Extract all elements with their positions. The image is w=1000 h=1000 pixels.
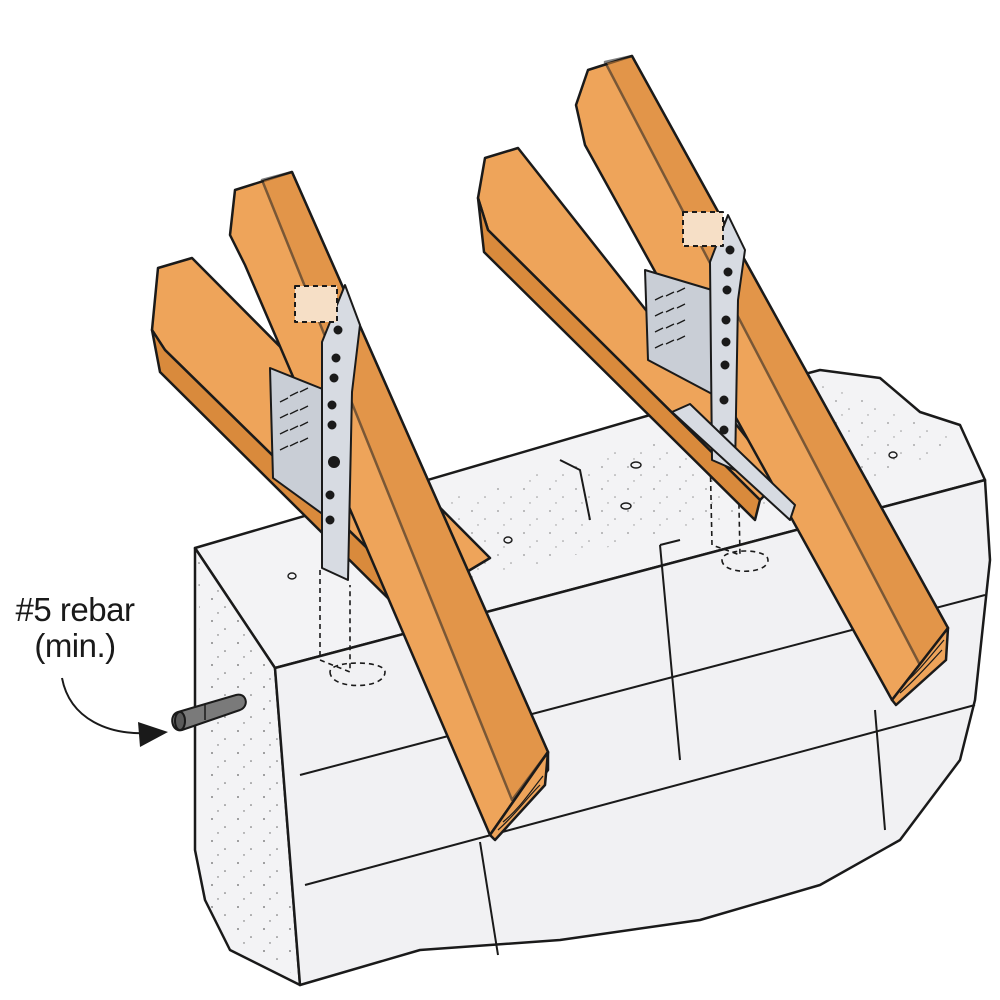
- right-seat-flange: [671, 403, 796, 521]
- right-chord-lumber: [476, 146, 782, 522]
- right-rafter-lumber: [574, 54, 950, 707]
- left-plate-slots: [279, 387, 309, 451]
- wall-front-face: [273, 478, 992, 987]
- right-hurricane-tie: [644, 211, 796, 521]
- grout-cells: [319, 449, 769, 687]
- callout-arrow-icon: [61, 677, 168, 747]
- rebar-icon: [171, 693, 247, 732]
- left-hurricane-tie: [269, 284, 361, 581]
- callout-line-1: #5 rebar: [15, 591, 135, 628]
- left-plate: [269, 367, 329, 519]
- wall-top-holes: [287, 451, 898, 580]
- callout-line-2: (min.): [34, 627, 116, 664]
- left-strap: [321, 284, 361, 581]
- right-plate-slots: [654, 287, 686, 349]
- rebar-callout-label: #5 rebar (min.): [0, 592, 150, 664]
